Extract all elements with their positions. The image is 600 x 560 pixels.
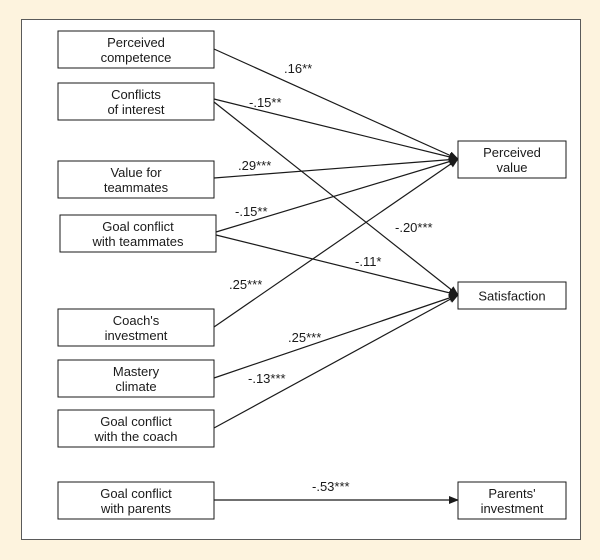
node-label: competence: [101, 50, 172, 65]
node-label: Perceived: [107, 35, 165, 50]
path-coefficient: -.20***: [395, 220, 433, 235]
node-label: Satisfaction: [478, 289, 545, 304]
node-label: Parents': [488, 486, 535, 501]
node-label: with the coach: [93, 429, 177, 444]
path-arrow-coachs-investment-to-perceived-value: [213, 158, 459, 328]
node-box: [57, 481, 215, 520]
node-label: Conflicts: [111, 87, 161, 102]
node-box: [57, 160, 215, 199]
node-label: teammates: [104, 180, 169, 195]
node-label: with parents: [100, 501, 172, 516]
node-label: of interest: [107, 102, 164, 117]
node-label: Coach's: [113, 313, 160, 328]
path-arrow-mastery-climate-to-satisfaction: [213, 294, 459, 379]
node-satisfaction: Satisfaction: [457, 281, 567, 310]
node-label: Value for: [110, 165, 162, 180]
node-label: Perceived: [483, 145, 541, 160]
path-arrow-value-for-teammates-to-perceived-value: [213, 155, 459, 179]
path-coefficient: -.13***: [248, 371, 286, 386]
node-box: [457, 140, 567, 179]
node-box: [59, 214, 217, 253]
node-box: [57, 359, 215, 398]
path-coefficient: .16**: [284, 61, 312, 76]
node-label: investment: [105, 328, 168, 343]
path-arrow-conflicts-of-interest-to-satisfaction: [213, 101, 459, 296]
node-parents-investment: Parents'investment: [457, 481, 567, 520]
node-label: climate: [115, 379, 156, 394]
path-arrow-goal-conflict-coach-to-satisfaction: [213, 294, 459, 429]
path-arrow-goal-conflict-teammates-to-perceived-value: [215, 157, 459, 233]
node-label: with teammates: [91, 234, 184, 249]
path-coefficient: -.11*: [355, 254, 382, 269]
node-box: [57, 409, 215, 448]
node-label: investment: [481, 501, 544, 516]
path-coefficient: -.53***: [312, 479, 350, 494]
node-box: [57, 30, 215, 69]
node-label: Goal conflict: [102, 219, 174, 234]
path-arrow-conflicts-of-interest-to-perceived-value: [213, 98, 459, 161]
path-coefficient: .29***: [238, 158, 271, 173]
path-coefficient: .25***: [288, 330, 321, 345]
path-arrow-perceived-competence-to-perceived-value: [213, 48, 459, 160]
path-coefficient: -.15**: [249, 95, 282, 110]
node-box: [457, 481, 567, 520]
node-box: [57, 82, 215, 121]
node-label: Goal conflict: [100, 486, 172, 501]
node-label: Mastery: [113, 364, 160, 379]
path-arrow-goal-conflict-teammates-to-satisfaction: [215, 234, 459, 297]
node-label: Goal conflict: [100, 414, 172, 429]
path-coefficient: .25***: [229, 277, 262, 292]
node-label: value: [496, 160, 527, 175]
node-box: [457, 281, 567, 310]
node-box: [57, 308, 215, 347]
path-coefficient: -.15**: [235, 204, 268, 219]
